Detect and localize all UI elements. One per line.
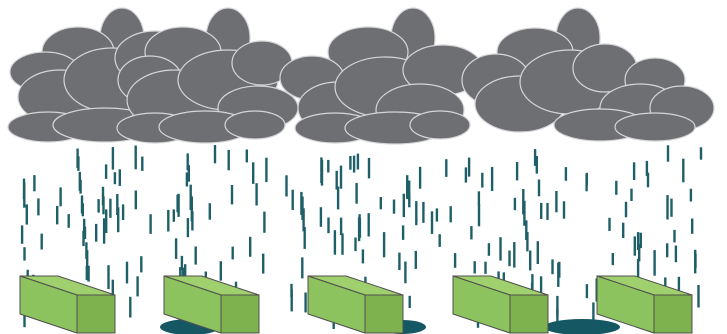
cloud-puff [410,111,470,139]
cloud-2 [117,8,298,143]
cloud-puff [225,111,285,139]
block-end-face [365,295,403,333]
cloud-layer [8,8,714,144]
cloud-puff [615,113,695,141]
block-end-face [654,295,692,333]
block-end-face [77,295,115,333]
cloud-3 [280,8,483,144]
block-end-face [221,295,259,333]
puddle-3 [544,319,620,334]
block-end-face [510,295,548,333]
green-block-3 [308,276,403,333]
cloud-4 [462,8,714,141]
green-block-4 [453,276,548,333]
green-block-1 [20,276,115,333]
